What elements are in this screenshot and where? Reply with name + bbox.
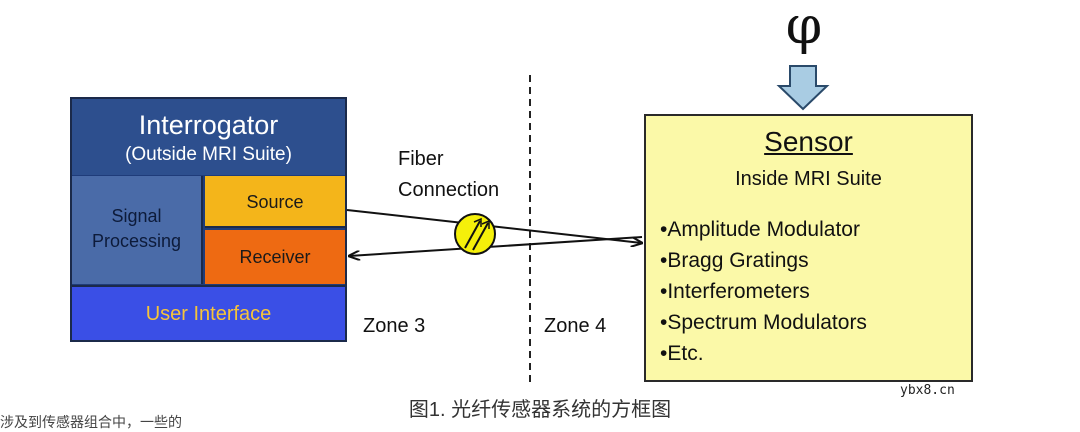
down-arrow-icon [776, 65, 830, 111]
fiber-line-to-receiver [349, 236, 643, 256]
sensor-subtitle: Inside MRI Suite [735, 168, 882, 190]
receiver-box: Receiver [205, 230, 345, 284]
sensor-title: Sensor [764, 126, 853, 157]
sensor-block: Sensor Inside MRI Suite •Amplitude Modul… [644, 114, 973, 382]
watermark-text: ybx8.cn [900, 383, 955, 398]
list-item: •Spectrum Modulators [660, 311, 867, 334]
list-item: •Bragg Gratings [660, 249, 809, 272]
figure-caption: 图1. 光纤传感器系统的方框图 [408, 399, 672, 421]
zone-3-label: Zone 3 [363, 315, 426, 337]
interrogator-block: Interrogator (Outside MRI Suite) Signal … [70, 97, 347, 342]
diagram-connections [346, 65, 830, 385]
list-item: •Amplitude Modulator [660, 218, 860, 241]
fiber-label-line-1: Fiber [398, 148, 444, 170]
signal-processing-box: Signal Processing [72, 176, 203, 284]
fiber-connection-label: Fiber Connection [398, 144, 499, 206]
sensor-type-list: •Amplitude Modulator •Bragg Gratings •In… [660, 214, 867, 369]
phi-symbol: φ [785, 0, 823, 56]
fiber-label-line-2: Connection [398, 179, 500, 201]
fiber-connector-icon [454, 213, 496, 255]
signal-processing-line-2: Processing [91, 231, 182, 251]
interrogator-title: Interrogator [138, 110, 279, 140]
source-box: Source [205, 176, 345, 228]
user-interface-box: User Interface [72, 285, 345, 340]
list-item: •Etc. [660, 342, 704, 365]
interrogator-header: Interrogator (Outside MRI Suite) [72, 99, 345, 175]
signal-processing-line-1: Signal [111, 206, 162, 226]
interrogator-subtitle: (Outside MRI Suite) [125, 144, 292, 165]
list-item: •Interferometers [660, 280, 810, 303]
cutoff-body-text: 涉及到传感器组合中，一些的 [0, 414, 182, 430]
zone-4-label: Zone 4 [544, 315, 607, 337]
